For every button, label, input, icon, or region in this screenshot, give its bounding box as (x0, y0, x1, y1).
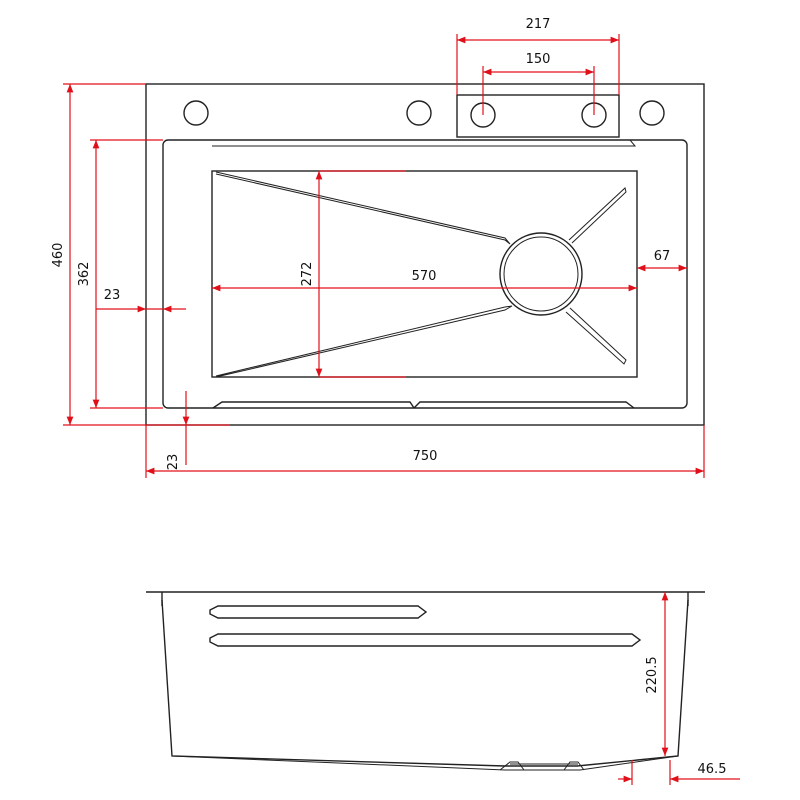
dim-inner-depth: 362 (77, 262, 92, 287)
drain-outlet (499, 761, 525, 771)
bowl-outline (211, 170, 638, 378)
drain-icon (499, 232, 583, 316)
dim-bowl-depth: 272 (300, 262, 315, 287)
dim-overall-width: 750 (413, 449, 438, 464)
drain-inner-icon (503, 236, 579, 312)
drain-groove (568, 187, 627, 244)
side-view: 220.5 46.5 (146, 591, 740, 785)
tap-hole-icon (406, 100, 432, 126)
dim-hole-spacing: 150 (526, 52, 551, 67)
side-slot-lower (209, 633, 642, 647)
side-slot-upper (209, 605, 428, 619)
drain-groove (565, 307, 627, 365)
dim-faucet-plate-width: 217 (526, 17, 551, 32)
sink-outer-outline (145, 83, 705, 426)
dim-drain-offset: 46.5 (698, 762, 727, 777)
rear-ledge (212, 139, 637, 147)
tap-hole-icon (639, 100, 665, 126)
dim-right-margin: 67 (654, 249, 671, 264)
bowl-side-profile (161, 599, 689, 767)
dim-side-margin: 23 (104, 288, 121, 303)
front-slot (413, 401, 635, 409)
front-slot (212, 401, 415, 409)
top-view: 217 150 460 362 23 272 570 67 (51, 17, 705, 478)
dim-bowl-height: 220.5 (645, 656, 660, 693)
drain-groove (215, 171, 511, 245)
tap-hole-icon (183, 100, 209, 126)
drain-outlet (563, 761, 585, 771)
faucet-plate (456, 94, 620, 138)
drain-groove (215, 305, 513, 378)
dim-bowl-width: 570 (412, 269, 437, 284)
dim-overall-depth: 460 (51, 243, 66, 268)
dim-front-margin: 23 (166, 454, 181, 471)
